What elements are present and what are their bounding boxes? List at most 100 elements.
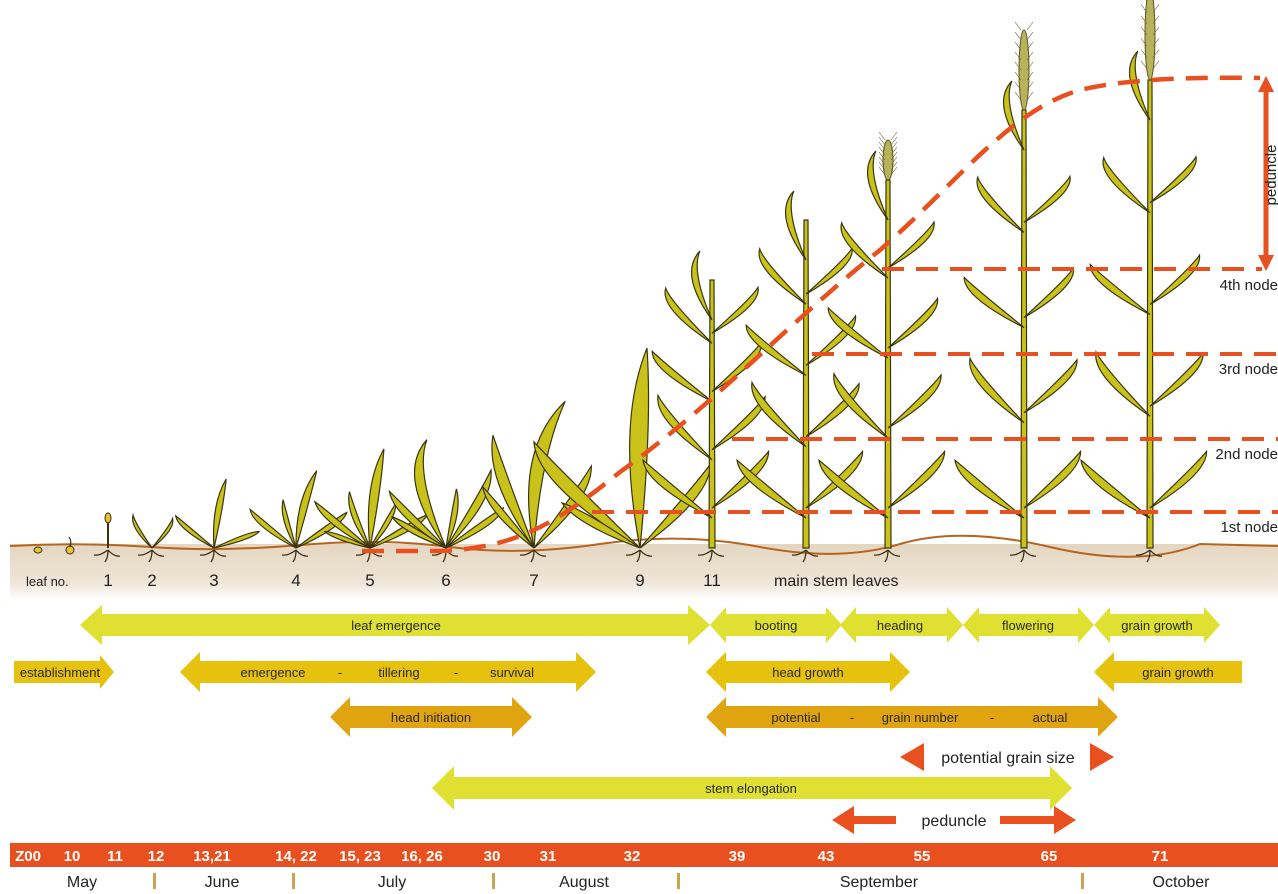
zadoks-code: 39 — [729, 848, 746, 865]
arrow-label-tillering: tillering — [378, 665, 419, 680]
zadoks-code: 14, 22 — [275, 848, 317, 865]
leaf-number: 6 — [441, 571, 450, 590]
roots — [281, 549, 309, 563]
leaf-number: 4 — [291, 571, 300, 590]
zadoks-code: 65 — [1041, 848, 1058, 865]
node-label-1st: 1st node — [1220, 519, 1278, 536]
roots — [93, 549, 121, 563]
arrow-head-growth — [706, 652, 910, 692]
plant-illustrations — [33, 0, 1208, 563]
leaf — [1023, 449, 1082, 509]
leaf — [751, 380, 807, 448]
leaf — [1089, 262, 1151, 316]
peduncle-label: peduncle — [922, 813, 987, 830]
leaf-number: 5 — [365, 571, 374, 590]
roots — [791, 549, 819, 563]
arrow-label-grain-number: grain number — [882, 710, 959, 725]
arrow-leaf-emergence — [80, 605, 710, 645]
leaf — [642, 458, 713, 519]
arrow-establishment — [14, 655, 114, 689]
zadoks-code: 11 — [107, 848, 123, 865]
leaf — [818, 458, 889, 519]
leaf — [629, 347, 650, 549]
leaf — [805, 381, 860, 438]
leaf — [560, 501, 641, 549]
month-label: May — [67, 874, 97, 891]
node-label-3rd: 3rd node — [1219, 361, 1278, 378]
stem — [884, 179, 892, 549]
arrow-label-emergence: emergence — [240, 665, 305, 680]
roots — [137, 549, 165, 563]
leaf — [657, 393, 713, 461]
arrow-label-head-growth: head growth — [772, 665, 844, 680]
leaf — [323, 530, 371, 549]
arrow-label-leaf-emergence: leaf emergence — [351, 618, 441, 633]
zadoks-code: 30 — [484, 848, 501, 865]
arrow-grain-number — [706, 697, 1118, 737]
leaf-number-row: leaf no. 1 2 3 4 5 6 7 9 11 main stem le… — [26, 571, 899, 590]
leaf-number: 3 — [209, 571, 218, 590]
arrowhead-right — [1090, 743, 1114, 771]
leaf-number: 9 — [635, 571, 644, 590]
leaf-no-label: leaf no. — [26, 574, 69, 589]
leaf — [954, 458, 1025, 519]
arrowhead-left — [900, 743, 924, 771]
arrow-emergence-tillering-survival — [180, 652, 596, 692]
month-divider — [153, 873, 156, 889]
wheat-head — [1140, 0, 1160, 81]
leaf — [711, 285, 759, 334]
month-divider — [677, 873, 680, 889]
seed — [65, 545, 75, 555]
zadoks-code: 31 — [540, 848, 557, 865]
stem — [802, 219, 810, 549]
node-label-2nd: 2nd node — [1215, 446, 1278, 463]
zadoks-code: 16, 26 — [401, 848, 443, 865]
leaf — [212, 478, 227, 549]
arrow-label-booting: booting — [755, 618, 798, 633]
zadoks-code: 43 — [818, 848, 835, 865]
arrow-row-5: stem elongation — [432, 766, 1072, 810]
roots — [873, 549, 901, 563]
roots — [199, 549, 227, 563]
roots — [697, 549, 725, 563]
zadoks-code: 32 — [624, 848, 641, 865]
zadoks-bar — [10, 843, 1278, 867]
arrow-label-dash: - — [454, 665, 458, 680]
leaf — [840, 220, 889, 279]
leaf — [1149, 449, 1208, 509]
leaf — [736, 458, 807, 519]
zadoks-codes: Z00 10 11 12 13,21 14, 22 15, 23 16, 26 … — [15, 848, 1168, 865]
roots — [1135, 549, 1163, 563]
leaf — [281, 499, 297, 549]
stem — [1020, 109, 1028, 549]
stem-growth-curve — [362, 75, 1261, 554]
leaf-number: 2 — [147, 571, 156, 590]
leaf — [969, 356, 1025, 424]
leaf — [1023, 266, 1075, 319]
arrow-label-potential: potential — [771, 710, 820, 725]
leaf — [1080, 458, 1151, 519]
month-divider — [1081, 873, 1084, 889]
leaf — [1149, 351, 1204, 407]
node-label-4th: 4th node — [1220, 277, 1278, 294]
leaf — [887, 373, 942, 429]
leaf — [1023, 358, 1078, 414]
leaf — [414, 439, 447, 549]
leaf — [711, 340, 763, 392]
potential-grain-size-indicator: potential grain size — [900, 743, 1114, 771]
leaf — [174, 514, 215, 549]
leaf — [313, 500, 371, 549]
arrow-row-3: head initiation potential - grain number… — [330, 697, 1118, 737]
arrow-grain-growth-1 — [1094, 607, 1220, 643]
arrow-label-heading: heading — [877, 618, 923, 633]
arrow-label-flowering: flowering — [1002, 618, 1054, 633]
leaf — [711, 449, 770, 509]
roots — [1009, 549, 1037, 563]
arrow-label-head-initiation: head initiation — [391, 710, 471, 725]
seed — [33, 546, 43, 554]
leaf — [887, 220, 935, 269]
zadoks-code: 10 — [64, 848, 81, 865]
zadoks-code: 13,21 — [193, 848, 231, 865]
leaf — [390, 515, 447, 549]
leaf — [533, 464, 592, 549]
